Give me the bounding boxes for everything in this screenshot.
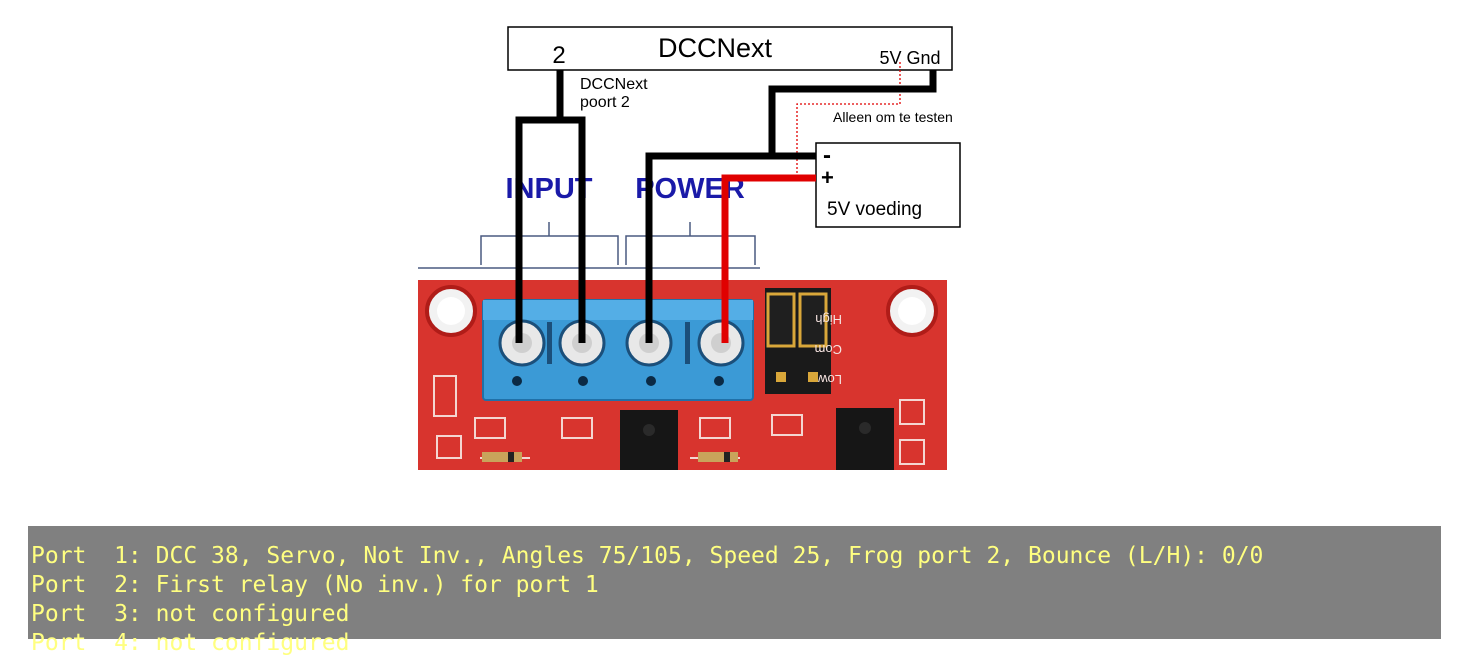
label-brackets bbox=[418, 222, 760, 269]
optocoupler-2 bbox=[836, 408, 894, 470]
dccnext-box bbox=[507, 26, 953, 71]
mounting-hole-right-inner bbox=[898, 297, 926, 325]
dccnext-controller: DCCNext 2 5V Gnd bbox=[507, 26, 953, 71]
jumper-label-high: High bbox=[815, 312, 842, 327]
positive-wire bbox=[721, 174, 816, 343]
controller-port-number: 2 bbox=[552, 42, 565, 69]
jumper-label-low: Low bbox=[818, 372, 842, 387]
serial-console: Port 1: DCC 38, Servo, Not Inv., Angles … bbox=[28, 526, 1441, 656]
power-supply: - + 5V voeding bbox=[815, 142, 961, 228]
power-supply-box bbox=[815, 142, 961, 228]
input-wire bbox=[515, 116, 586, 343]
console-line-port-1: Port 1: DCC 38, Servo, Not Inv., Angles … bbox=[31, 543, 1264, 569]
controller-supply-label: 5V Gnd bbox=[879, 48, 940, 68]
ground-wire bbox=[645, 152, 816, 343]
console-line-port-3: Port 3: not configured bbox=[31, 601, 350, 627]
mounting-hole-left-inner bbox=[437, 297, 465, 325]
power-supply-label: 5V voeding bbox=[827, 199, 922, 220]
ground-wire-controller bbox=[768, 70, 937, 156]
terminal-holes bbox=[512, 376, 724, 386]
terminal-block-top bbox=[483, 300, 753, 320]
controller-title: DCCNext bbox=[658, 33, 773, 63]
relay-board: High Com Low bbox=[418, 280, 947, 470]
wiring-diagram: DCCNext 2 5V Gnd DCCNext poort 2 Alleen … bbox=[418, 26, 961, 470]
diodes bbox=[482, 452, 738, 462]
console-line-port-2: Port 2: First relay (No inv.) for port 1 bbox=[31, 572, 599, 598]
power-supply-plus: + bbox=[821, 165, 834, 190]
wires bbox=[515, 70, 937, 343]
jumper-label-com: Com bbox=[815, 342, 842, 357]
power-supply-minus: - bbox=[823, 142, 831, 169]
test-note: Alleen om te testen bbox=[833, 109, 953, 125]
port-note-line1: DCCNext bbox=[580, 76, 648, 93]
jumper-header bbox=[765, 288, 831, 394]
port-note-line2: poort 2 bbox=[580, 94, 630, 111]
test-line bbox=[796, 62, 901, 178]
console-line-port-4: Port 4: not configured bbox=[31, 630, 350, 656]
optocoupler-1 bbox=[620, 410, 678, 470]
